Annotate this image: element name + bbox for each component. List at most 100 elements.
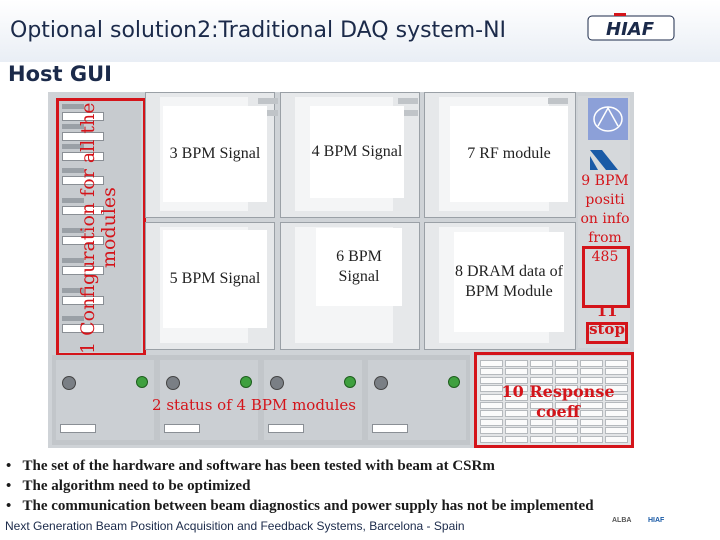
config-field[interactable] [62, 266, 104, 275]
config-field[interactable] [62, 206, 104, 215]
plot-legend [398, 110, 418, 116]
status-knob-icon[interactable] [166, 376, 180, 390]
config-label [62, 144, 84, 149]
coeff-cell[interactable] [505, 360, 528, 367]
status-field[interactable] [268, 424, 304, 433]
annotation-bpm6: 6 BPM Signal [316, 228, 402, 306]
coeff-cell[interactable] [480, 376, 503, 384]
coeff-cell[interactable] [605, 360, 628, 367]
plot-legend [258, 98, 278, 104]
coeff-cell[interactable] [480, 393, 503, 401]
coeff-cell[interactable] [530, 393, 553, 401]
coeff-cell[interactable] [505, 393, 528, 401]
status-knob-icon[interactable] [62, 376, 76, 390]
coeff-cell[interactable] [605, 385, 628, 393]
config-field[interactable] [62, 176, 104, 185]
coeff-cell[interactable] [605, 427, 628, 435]
coeff-cell[interactable] [555, 402, 578, 409]
config-label [62, 168, 84, 173]
config-field[interactable] [62, 236, 104, 245]
coeff-cell[interactable] [530, 368, 553, 376]
coeff-cell[interactable] [605, 376, 628, 384]
coeff-cell[interactable] [555, 435, 578, 443]
coeff-cell[interactable] [480, 360, 503, 367]
config-label [62, 104, 84, 109]
annotation-bpm-position: 9 BPM positi on info from 485 [580, 173, 630, 265]
coeff-cell[interactable] [530, 376, 553, 384]
coeff-cell[interactable] [580, 402, 603, 409]
config-field[interactable] [62, 324, 104, 333]
plot-legend [398, 98, 418, 104]
coeff-cell[interactable] [505, 376, 528, 384]
position-highlight [582, 246, 630, 308]
coeff-cell[interactable] [605, 418, 628, 426]
coeff-cell[interactable] [580, 368, 603, 376]
coeff-cell[interactable] [580, 427, 603, 435]
coeff-cell[interactable] [580, 393, 603, 401]
coeff-cell[interactable] [480, 435, 503, 443]
status-knob-icon[interactable] [270, 376, 284, 390]
coeff-cell[interactable] [480, 385, 503, 393]
coeff-cell[interactable] [580, 410, 603, 418]
status-led-icon [448, 376, 460, 388]
config-panel [57, 100, 141, 352]
config-label [62, 198, 84, 203]
coeff-cell[interactable] [555, 393, 578, 401]
config-label [62, 228, 84, 233]
coeff-cell[interactable] [555, 376, 578, 384]
coeff-cell[interactable] [555, 360, 578, 367]
config-label [62, 258, 84, 263]
coeff-cell[interactable] [480, 418, 503, 426]
coeff-cell[interactable] [480, 427, 503, 435]
coeff-cell[interactable] [580, 418, 603, 426]
coeff-cell[interactable] [580, 385, 603, 393]
bullet-item: • The set of the hardware and software h… [6, 458, 495, 474]
coeff-cell[interactable] [505, 418, 528, 426]
coeff-cell[interactable] [530, 418, 553, 426]
config-field[interactable] [62, 296, 104, 305]
coeff-cell[interactable] [605, 402, 628, 409]
coeff-cell[interactable] [580, 376, 603, 384]
coeff-cell[interactable] [605, 435, 628, 443]
coeff-cell[interactable] [505, 368, 528, 376]
slide-subtitle: Host GUI [8, 62, 112, 86]
coeff-cell[interactable] [505, 385, 528, 393]
slide-footer: Next Generation Beam Position Acquisitio… [5, 519, 465, 533]
status-led-icon [136, 376, 148, 388]
config-label [62, 288, 84, 293]
coeff-cell[interactable] [480, 368, 503, 376]
stop-highlight [586, 322, 628, 344]
coeff-cell[interactable] [505, 427, 528, 435]
coeff-cell[interactable] [530, 402, 553, 409]
coeff-cell[interactable] [605, 410, 628, 418]
status-knob-icon[interactable] [374, 376, 388, 390]
coeff-cell[interactable] [530, 360, 553, 367]
plot-legend [258, 110, 278, 116]
coeff-cell[interactable] [505, 402, 528, 409]
coeff-cell[interactable] [555, 368, 578, 376]
coeff-cell[interactable] [555, 418, 578, 426]
coeff-cell[interactable] [530, 410, 553, 418]
coeff-cell[interactable] [505, 410, 528, 418]
coeff-cell[interactable] [530, 427, 553, 435]
coeff-cell[interactable] [580, 360, 603, 367]
status-field[interactable] [164, 424, 200, 433]
coeff-cell[interactable] [480, 402, 503, 409]
coeff-cell[interactable] [480, 410, 503, 418]
hiaf-mini-logo: HIAF [648, 517, 665, 524]
config-field[interactable] [62, 112, 104, 121]
coeff-cell[interactable] [605, 393, 628, 401]
coeff-cell[interactable] [580, 435, 603, 443]
config-field[interactable] [62, 152, 104, 161]
coeff-cell[interactable] [555, 410, 578, 418]
coeff-cell[interactable] [530, 435, 553, 443]
config-field[interactable] [62, 132, 104, 141]
coeff-cell[interactable] [530, 385, 553, 393]
coeff-cell[interactable] [605, 368, 628, 376]
coeff-cell[interactable] [555, 427, 578, 435]
status-field[interactable] [372, 424, 408, 433]
coeff-cell[interactable] [505, 435, 528, 443]
coeff-cell[interactable] [555, 385, 578, 393]
status-field[interactable] [60, 424, 96, 433]
annotation-bpm4: 4 BPM Signal [310, 106, 404, 198]
